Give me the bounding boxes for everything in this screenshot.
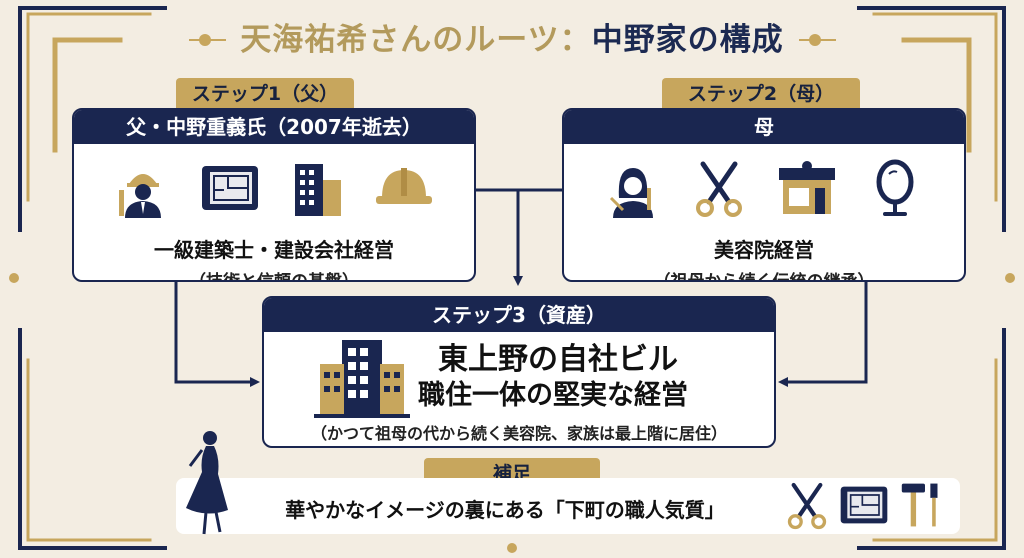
tools-icon: [898, 480, 952, 530]
woman-silhouette-icon: [176, 428, 240, 538]
step2-icon-row: [564, 144, 964, 224]
step1-header: 父・中野重義氏（2007年逝去）: [74, 110, 474, 144]
step2-main-text: 美容院経営: [714, 238, 814, 262]
note-box: [176, 478, 960, 534]
title-part1: 天海祐希さんのルーツ：: [240, 22, 592, 58]
shop-icon: [775, 158, 839, 224]
page-title: 天海祐希さんのルーツ：中野家の構成: [0, 14, 1024, 59]
step3-line1: 東上野の自社ビル: [438, 342, 678, 377]
scissors-icon: [689, 158, 749, 224]
hardhat-icon: [372, 158, 436, 224]
step2-sub-text: （祖母から続く伝統の継承）: [653, 272, 875, 282]
scissors-icon: [782, 480, 832, 530]
step2-panel: 母 美容院経営 （祖母から続く伝統の継承）: [562, 108, 966, 282]
hairdresser-icon: [603, 158, 663, 224]
step1-main-text: 一級建築士・建設会社経営: [154, 238, 394, 262]
title-part2: 中野家の構成: [591, 22, 784, 58]
architect-icon: [113, 158, 173, 224]
step2-tab: ステップ2（母）: [662, 78, 860, 110]
note-text: 華やかなイメージの裏にある「下町の職人気質」: [285, 498, 725, 522]
step1-panel: 父・中野重義氏（2007年逝去） 一級建築士・建設会社経営 （技術と信頼の基盤）: [72, 108, 476, 282]
step3-header: ステップ3（資産）: [264, 298, 774, 332]
step1-sub-text: （技術と信頼の基盤）: [189, 272, 359, 282]
step2-header: 母: [564, 110, 964, 144]
step3-panel: ステップ3（資産） 東上野の自社ビル 職住一体の堅実な経営 （かつて祖母の代から…: [262, 296, 776, 448]
step1-tab: ステップ1（父）: [176, 78, 354, 110]
step3-sub-text: （かつて祖母の代から続く美容院、家族は最上階に居住）: [310, 424, 727, 443]
blueprint-icon: [198, 158, 262, 224]
step3-line2: 職住一体の堅実な経営: [418, 380, 688, 411]
office-building-icon: [314, 338, 410, 418]
blueprint-icon: [836, 480, 892, 530]
mirror-icon: [865, 158, 925, 224]
step1-icon-row: [74, 144, 474, 224]
building-icon: [287, 158, 347, 224]
